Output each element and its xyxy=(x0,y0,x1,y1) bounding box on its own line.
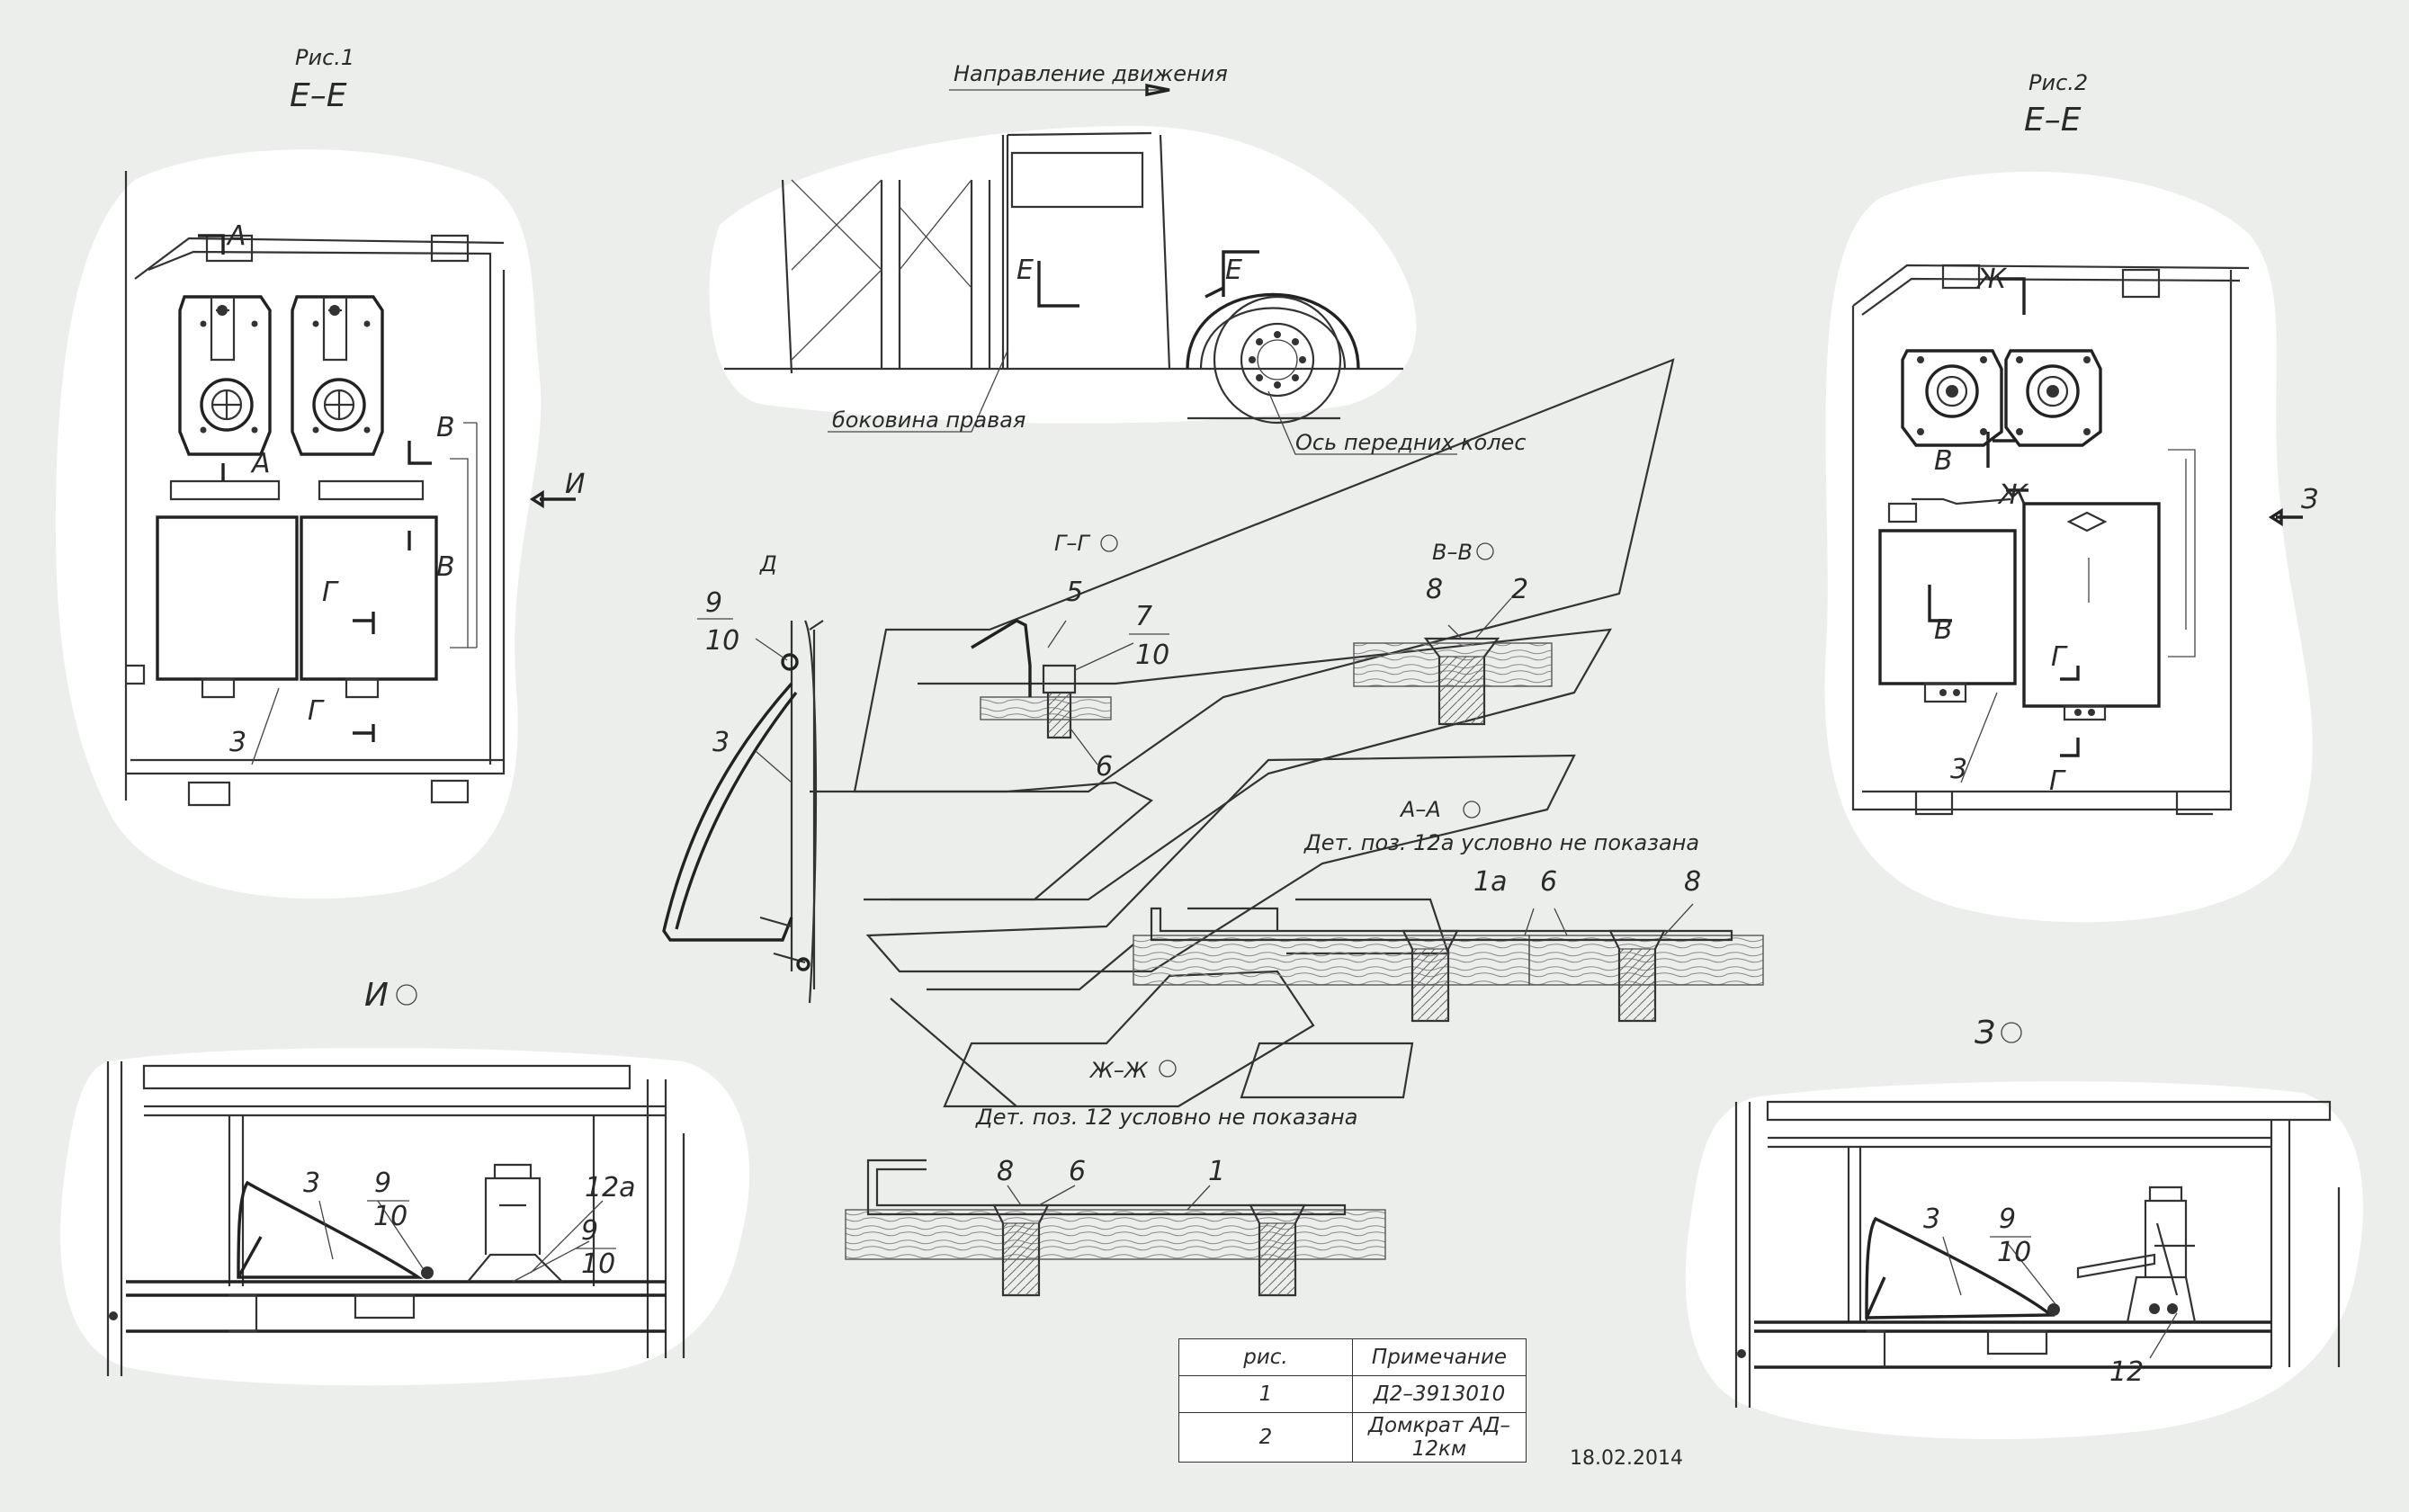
view-z-item-12: 12 xyxy=(2109,1356,2144,1388)
section-vv-title: В–В xyxy=(1432,540,1473,565)
fig2-left-socket xyxy=(1901,349,2003,447)
fig1-callout-g-upper: Г xyxy=(322,577,339,608)
fig1-callout-b-lower: В xyxy=(436,551,455,583)
bus-background xyxy=(709,126,1417,424)
section-zhzh-item-6: 6 xyxy=(1069,1156,1086,1187)
section-aa-item-6: 6 xyxy=(1540,866,1557,898)
fig2-view-z-marker: З xyxy=(2301,484,2318,515)
notes-header-fig: рис. xyxy=(1178,1338,1353,1376)
fig1-right-bracket xyxy=(291,295,384,456)
view-z-background xyxy=(1685,1081,2363,1439)
section-zhzh-item-8: 8 xyxy=(997,1156,1014,1187)
notes-header-note: Примечание xyxy=(1352,1338,1527,1376)
view-i-item-12a: 12а xyxy=(585,1172,636,1203)
fig1-section-label: Е–Е xyxy=(290,77,347,114)
section-gg-item-7: 7 xyxy=(1135,601,1152,632)
section-zhzh-title: Ж–Ж xyxy=(1088,1058,1149,1083)
bus-axle-label: Ось передних колес xyxy=(1295,430,1527,455)
section-leader-frames xyxy=(810,358,1675,1108)
section-aa-title: А–А xyxy=(1399,797,1441,822)
section-vv-item-2: 2 xyxy=(1511,574,1528,605)
section-zhzh-item-1: 1 xyxy=(1208,1156,1225,1187)
section-gg-title: Г–Г xyxy=(1054,531,1090,556)
bus-side-label: боковина правая xyxy=(832,407,1025,433)
detail-d xyxy=(662,620,824,1004)
fig1-title: Рис.1 xyxy=(295,45,354,70)
bus-section-e1: Е xyxy=(1016,255,1034,286)
fig2-callout-g-upper: Г xyxy=(2051,641,2068,673)
bus-side-view xyxy=(709,83,1457,455)
notes-row1-fig: 1 xyxy=(1178,1375,1353,1413)
fig2-title: Рис.2 xyxy=(2028,70,2088,95)
fig1-left-bracket xyxy=(178,295,272,456)
view-z xyxy=(1685,1081,2363,1439)
view-i-item-9: 9 xyxy=(374,1168,391,1199)
section-zhzh-note: Дет. поз. 12 условно не показана xyxy=(975,1105,1357,1130)
fig2-callout-zh-mid: Ж xyxy=(1997,479,2029,511)
fig1-view-i-marker: И xyxy=(565,469,585,500)
view-z-item-9: 9 xyxy=(1999,1203,2016,1235)
notes-table: рис. Примечание 1 Д2–3913010 2 Домкрат А… xyxy=(1178,1338,1527,1463)
fig1-view xyxy=(55,149,576,899)
section-gg-item-6: 6 xyxy=(1096,751,1113,783)
table-row: 1 Д2–3913010 xyxy=(1178,1375,1527,1413)
fig2-background xyxy=(1824,171,2313,923)
section-gg xyxy=(971,619,1134,765)
fig1-callout-a-bottom: А xyxy=(250,448,271,479)
fig2-section-label: Е–Е xyxy=(2024,102,2082,139)
view-i-item-3: 3 xyxy=(303,1168,320,1199)
table-row: 2 Домкрат АД–12км xyxy=(1178,1412,1527,1463)
date-stamp: 18.02.2014 xyxy=(1570,1447,1683,1470)
fig2-view xyxy=(1824,171,2313,923)
fig1-callout-b-upper: В xyxy=(436,412,455,443)
section-zhzh xyxy=(845,1159,1386,1297)
fig2-callout-g-lower: Г xyxy=(2049,765,2066,797)
notes-row1-note: Д2–3913010 xyxy=(1352,1375,1527,1413)
fig1-item-3: 3 xyxy=(229,727,246,758)
section-gg-item-5: 5 xyxy=(1066,577,1083,608)
section-vv xyxy=(1353,597,1553,726)
fig2-callout-b-upper: В xyxy=(1934,445,1953,477)
fig2-callout-zh-top: Ж xyxy=(1975,264,2008,295)
section-aa xyxy=(1133,903,1764,1023)
view-i-item-10: 10 xyxy=(373,1201,407,1232)
view-i-title: И xyxy=(364,977,389,1014)
notes-row2-note: Домкрат АД–12км xyxy=(1352,1412,1527,1463)
section-aa-item-1a: 1а xyxy=(1473,866,1507,898)
view-i-background xyxy=(60,1048,750,1386)
section-aa-note: Дет. поз. 12а условно не показана xyxy=(1303,830,1699,855)
fig1-callout-a-top: А xyxy=(226,220,246,252)
view-i-item-9b: 9 xyxy=(581,1215,598,1247)
fig1-callout-g-lower: Г xyxy=(308,695,325,727)
view-i xyxy=(60,1048,750,1386)
bus-direction-label: Направление движения xyxy=(954,61,1228,86)
fig2-item-3: 3 xyxy=(1950,754,1967,785)
view-z-title: З xyxy=(1975,1015,1995,1051)
notes-table-header: рис. Примечание xyxy=(1178,1338,1527,1376)
notes-row2-fig: 2 xyxy=(1178,1412,1353,1463)
view-i-item-10b: 10 xyxy=(581,1248,615,1280)
view-z-item-10: 10 xyxy=(1997,1237,2031,1268)
fig2-right-socket xyxy=(2004,349,2102,447)
detail-d-item-10: 10 xyxy=(705,625,739,657)
fig2-callout-b-lower: В xyxy=(1934,614,1953,646)
detail-d-view: Д xyxy=(759,551,777,577)
section-vv-item-8: 8 xyxy=(1426,574,1443,605)
section-gg-item-10: 10 xyxy=(1135,640,1169,671)
bus-section-e2: Е xyxy=(1225,255,1242,286)
detail-d-item-9: 9 xyxy=(705,587,722,619)
section-aa-item-8: 8 xyxy=(1684,866,1701,898)
detail-d-item-3: 3 xyxy=(712,727,730,758)
view-z-item-3: 3 xyxy=(1923,1203,1940,1235)
